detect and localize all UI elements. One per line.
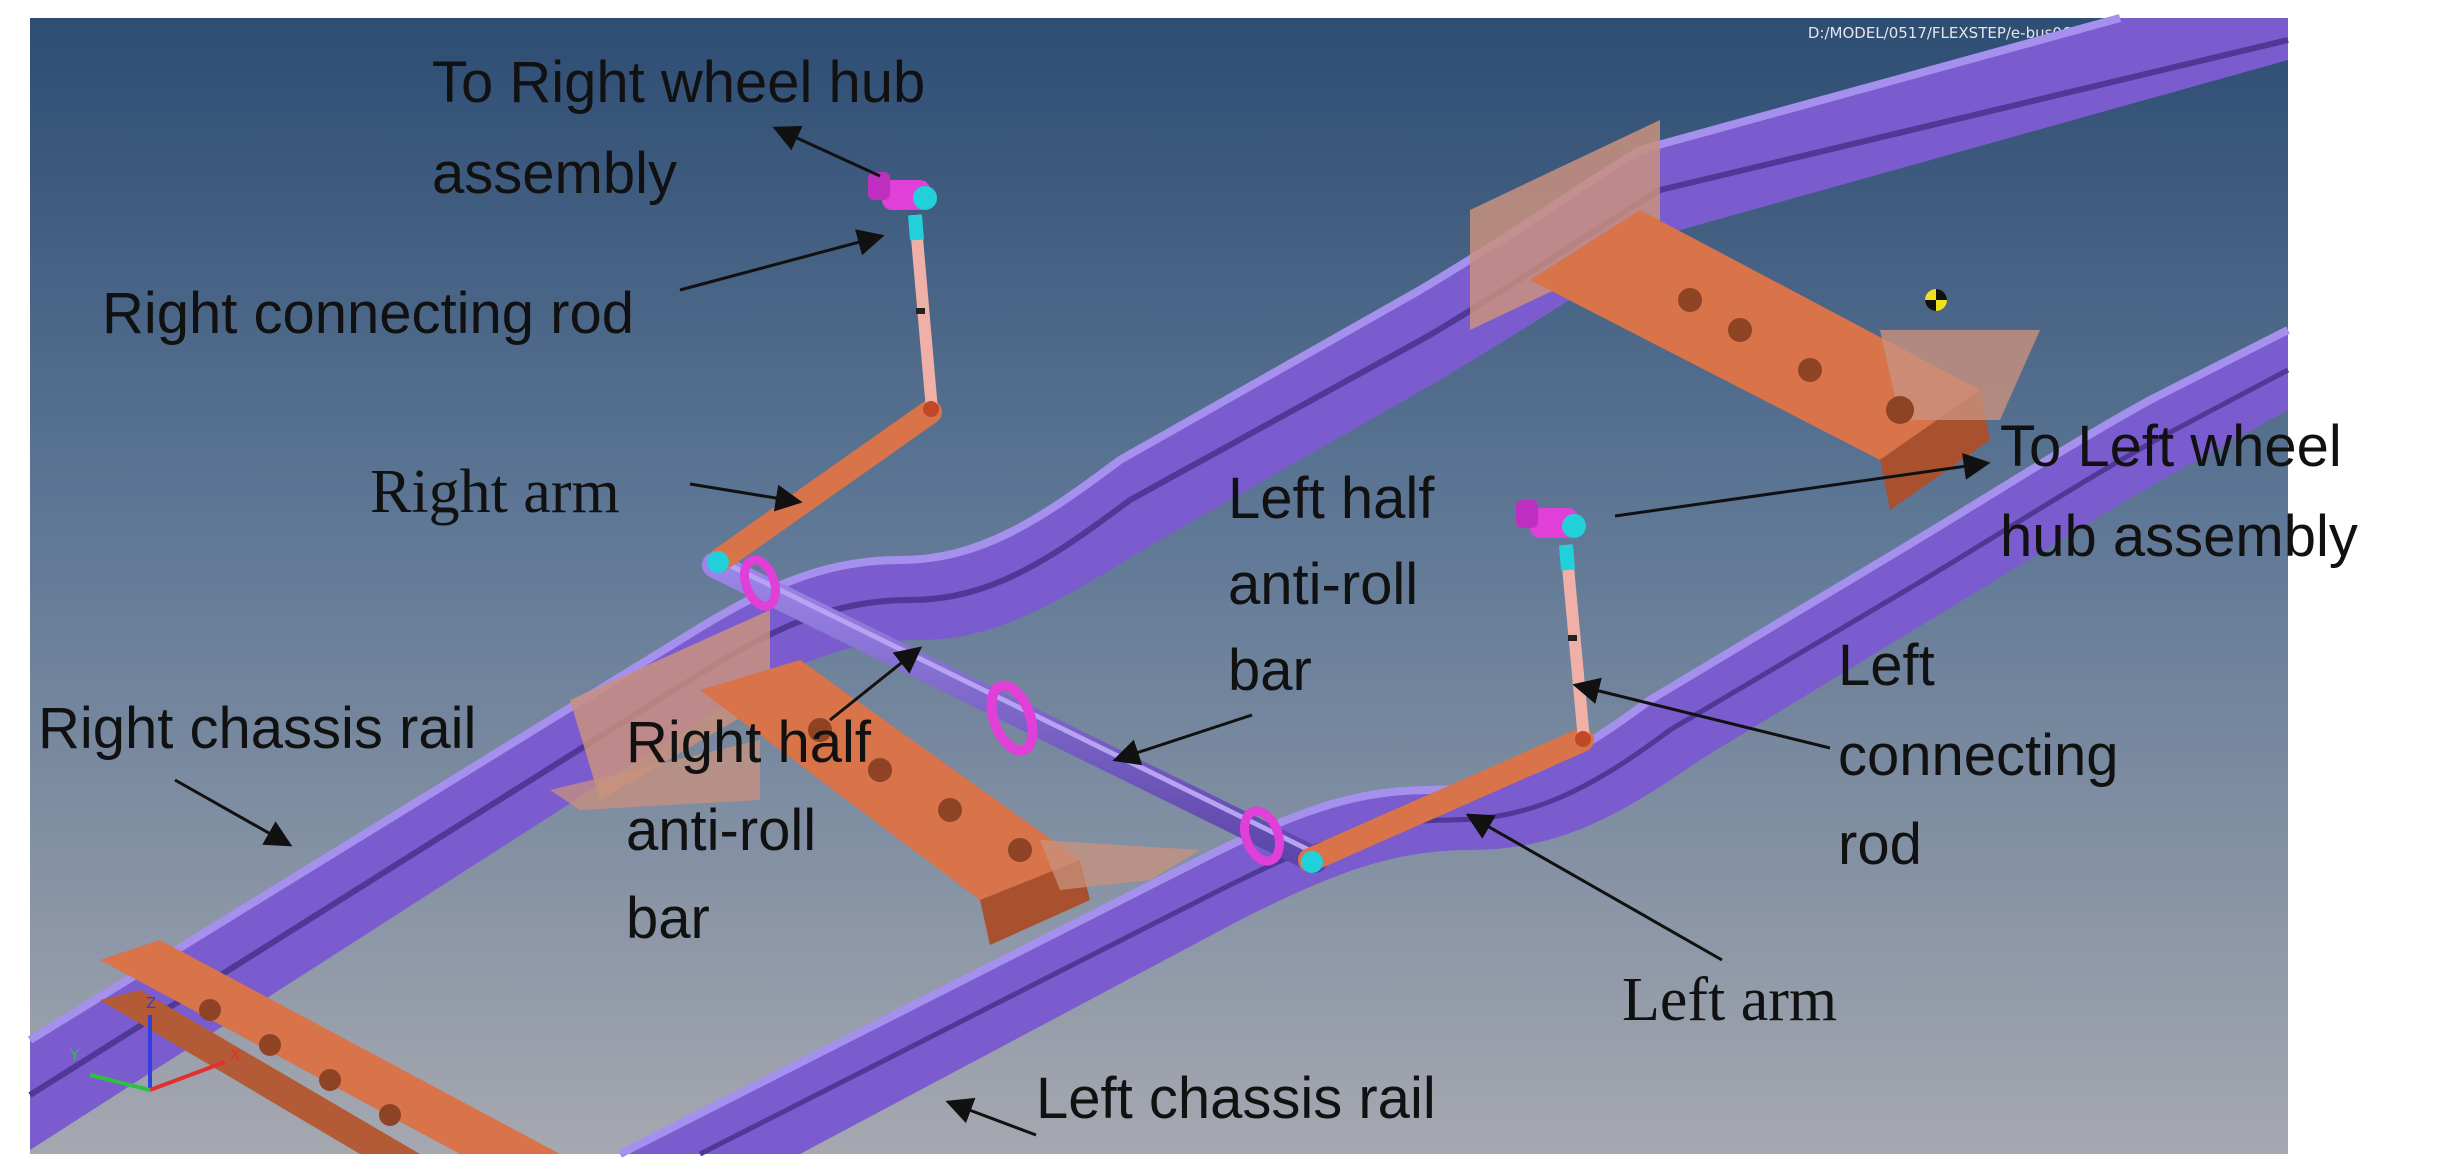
arrow-right-rod	[679, 229, 885, 292]
arrow-right-hub	[772, 125, 881, 178]
left-bushing	[1240, 806, 1284, 866]
label-right-arm: Right arm	[370, 458, 620, 526]
label-right-hub: To Right wheel hub assembly	[432, 50, 941, 206]
label-left-arm: Left arm	[1622, 966, 1837, 1034]
label-left-rail: Left chassis rail	[1036, 1066, 1436, 1131]
label-left-hub: To Left wheel hub assembly	[2000, 414, 2358, 569]
right-hub-connector	[868, 172, 937, 210]
cg-marker	[1925, 289, 1947, 311]
axis-label-z: Z	[146, 994, 156, 1012]
arrow-left-arm	[1465, 813, 1723, 962]
model-geometry: Z X Y	[27, 14, 2290, 1158]
arrow-left-half	[1112, 713, 1253, 766]
near-crossmember	[100, 940, 560, 1154]
axis-label-x: X	[230, 1046, 240, 1064]
annotation-arrows	[174, 125, 1991, 1137]
label-right-rod: Right connecting rod	[102, 281, 634, 346]
right-bushing	[739, 555, 781, 611]
label-right-rail: Right chassis rail	[38, 696, 476, 761]
middle-crossmember	[550, 610, 1200, 945]
axis-label-y: Y	[69, 1046, 80, 1064]
arrow-left-hub	[1614, 453, 1991, 518]
left-arm	[1298, 728, 1594, 872]
label-right-half: Right half anti-roll bar	[626, 710, 887, 951]
arrow-left-rail	[945, 1097, 1037, 1137]
anti-roll-bar-tube	[702, 552, 1328, 873]
arrow-right-rail	[174, 778, 293, 847]
label-left-half: Left half anti-roll bar	[1228, 466, 1451, 703]
left-chassis-rail	[620, 330, 2288, 1154]
left-arm-joint	[1301, 851, 1323, 873]
center-bushing	[986, 680, 1038, 756]
label-left-rod: Left connecting rod	[1838, 633, 2135, 877]
right-arm-joint	[707, 551, 729, 573]
labels: To Right wheel hub assembly Right connec…	[38, 50, 2358, 1131]
arrow-left-rod	[1572, 677, 1831, 750]
left-hub-connector	[1516, 500, 1586, 538]
far-crossmember	[1470, 120, 2040, 510]
arrow-right-arm	[689, 482, 803, 512]
arrow-right-half	[829, 646, 923, 722]
axis-triad: Z X Y	[69, 994, 240, 1092]
right-arm	[708, 400, 942, 572]
left-connecting-rod	[1560, 544, 1590, 741]
